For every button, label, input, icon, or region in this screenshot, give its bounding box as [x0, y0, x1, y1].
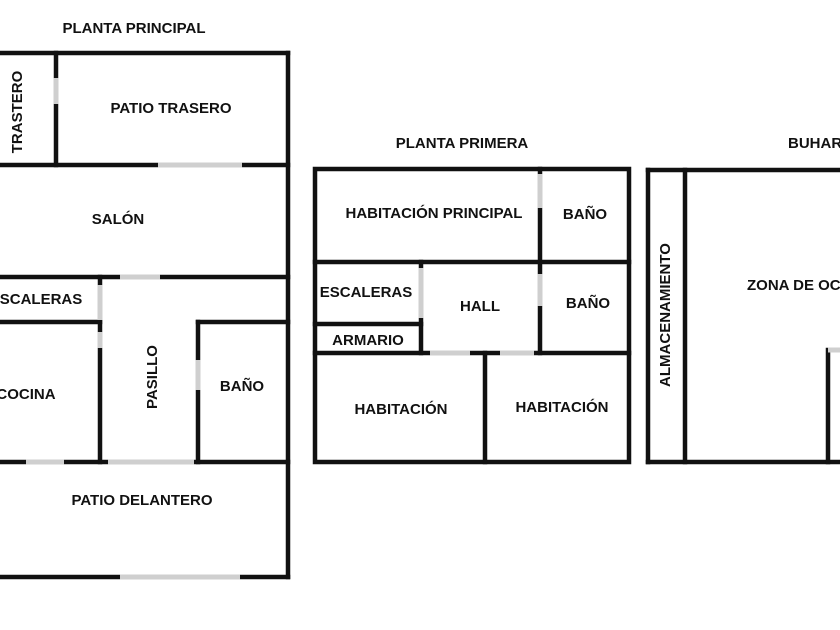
room-label-almacenamiento: ALMACENAMIENTO	[657, 243, 674, 387]
room-label-cocina: COCINA	[0, 386, 56, 403]
room-label-hall: HALL	[460, 298, 500, 315]
first-floor-plan: PLANTA PRIMERA HABITACIÓN PRINCIPAL BAÑO…	[312, 135, 632, 465]
room-label-escaleras: ESCALERAS	[320, 284, 413, 301]
room-label-habitacion-2: HABITACIÓN	[515, 398, 608, 416]
attic-title: BUHARDILLA	[788, 135, 840, 152]
main-floor-plan: PLANTA PRINCIPAL TRASTERO PATIO TRASERO …	[0, 20, 291, 580]
room-label-bano-1: BAÑO	[563, 205, 607, 223]
attic-floor-plan: BUHARDILLA ALMACENAMIENTO ZONA DE OCIO	[645, 135, 840, 465]
wall	[312, 166, 632, 465]
room-label-pasillo: PASILLO	[144, 345, 161, 409]
room-label-trastero: TRASTERO	[9, 70, 26, 153]
room-label-escaleras: ESCALERAS	[0, 291, 82, 308]
room-label-patio-trasero: PATIO TRASERO	[110, 100, 231, 117]
room-label-patio-delantero: PATIO DELANTERO	[71, 492, 212, 509]
room-label-habitacion-1: HABITACIÓN	[354, 400, 447, 418]
main-floor-title: PLANTA PRINCIPAL	[62, 20, 205, 37]
room-label-bano-2: BAÑO	[566, 294, 610, 312]
first-floor-title: PLANTA PRIMERA	[396, 135, 529, 152]
room-label-habitacion-principal: HABITACIÓN PRINCIPAL	[346, 204, 523, 222]
room-label-armario: ARMARIO	[332, 332, 404, 349]
room-label-salon: SALÓN	[92, 210, 145, 228]
room-label-bano: BAÑO	[220, 377, 264, 395]
room-label-zona-ocio: ZONA DE OCIO	[747, 277, 840, 294]
